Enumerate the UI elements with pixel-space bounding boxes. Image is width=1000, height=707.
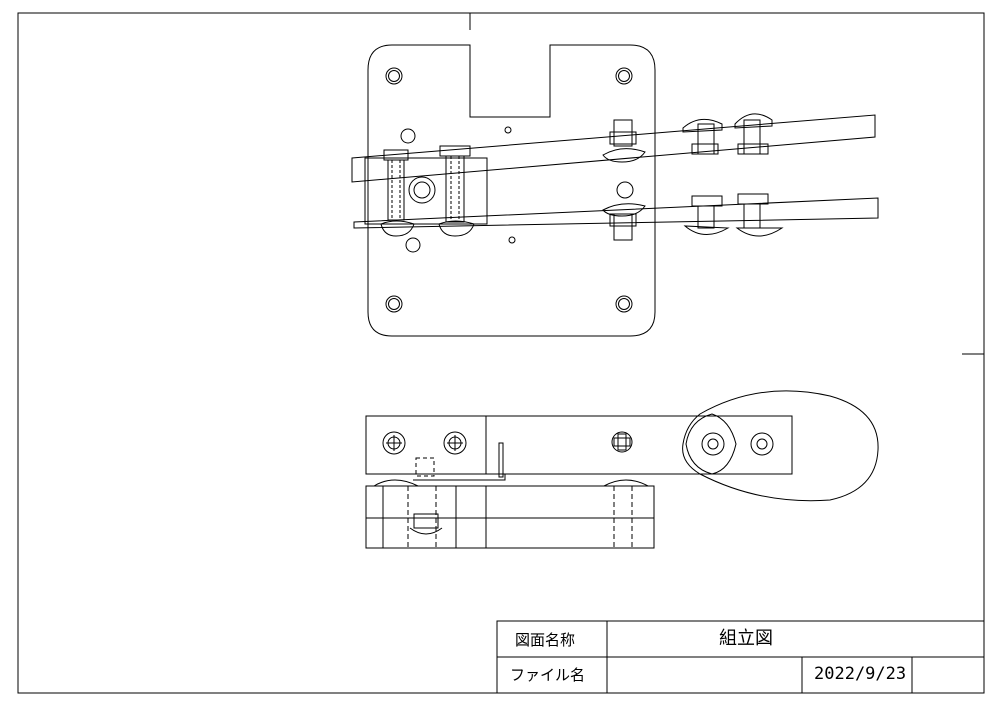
- arm-lower-hardware: [683, 193, 784, 237]
- front-view: [365, 390, 879, 549]
- upper-arm: [351, 114, 876, 183]
- drawing-name-value: 組立図: [719, 628, 773, 649]
- phillips-screw-3: [611, 431, 633, 453]
- phillips-screw-1: [382, 431, 406, 455]
- drawing-date: 2022/9/23: [814, 664, 907, 684]
- screw-left: [380, 149, 415, 237]
- arm-upper-hardware: [682, 113, 773, 155]
- phillips-screw-2: [443, 431, 467, 455]
- socket-screw-2: [750, 432, 774, 456]
- corner-hole: [615, 67, 633, 85]
- lever-plate: [682, 390, 879, 502]
- screw-right: [438, 145, 475, 237]
- drawing-name-label: 図面名称: [515, 631, 576, 649]
- file-name-label: ファイル名: [510, 666, 586, 684]
- edge-bolt-lower: [602, 203, 646, 241]
- top-view: [351, 44, 879, 337]
- socket-screw-1: [701, 432, 725, 456]
- title-block: [496, 620, 985, 694]
- corner-hole: [385, 67, 403, 85]
- corner-hole: [615, 295, 633, 313]
- edge-bolt-upper: [602, 119, 646, 163]
- corner-hole: [385, 295, 403, 313]
- base-plate: [367, 44, 656, 337]
